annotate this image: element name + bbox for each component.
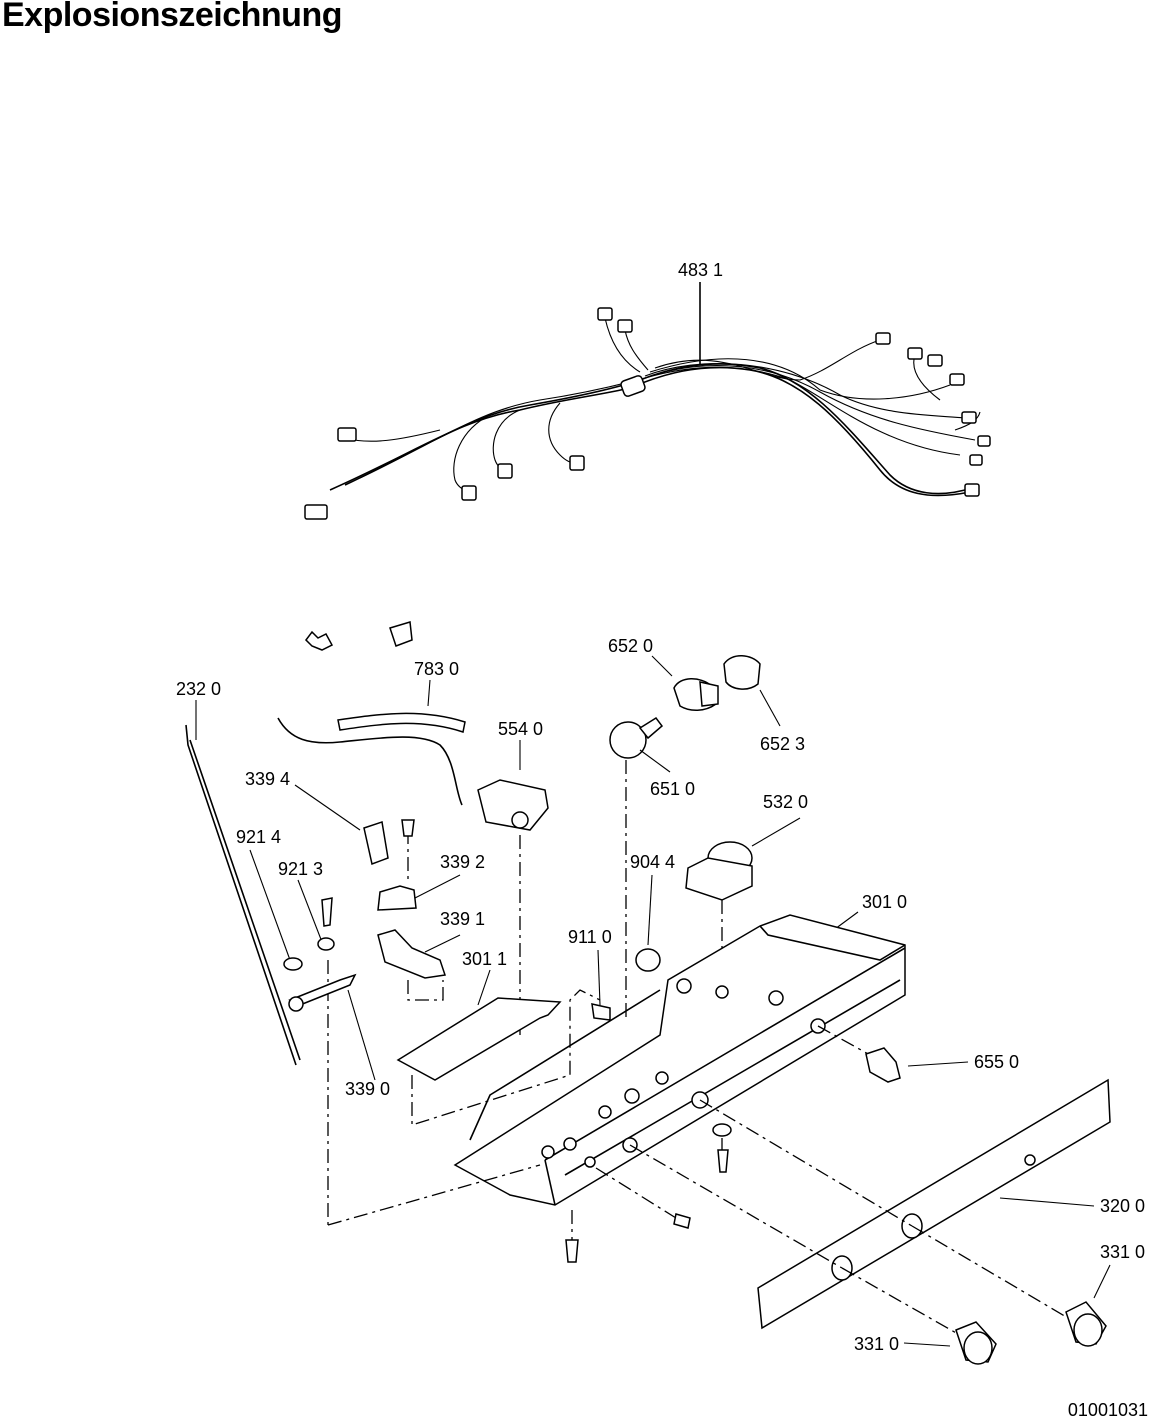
callout-bracket-339-2: 339 2	[440, 852, 485, 872]
page-title: Explosionszeichnung	[2, 0, 342, 34]
callout-wire-harness: 483 1	[678, 260, 723, 280]
callout-socket-clip: 652 3	[760, 734, 805, 754]
callout-bracket-301-1: 301 1	[462, 949, 507, 969]
callout-rod: 232 0	[176, 679, 221, 699]
knobs	[841, 1225, 1111, 1365]
tubing	[277, 679, 466, 806]
callout-clip-339-4: 339 4	[245, 769, 290, 789]
callout-screw-911: 911 0	[568, 927, 612, 947]
screws-bottom	[565, 1123, 732, 1263]
thermostat	[477, 740, 549, 1035]
callout-washer-921-4: 921 4	[236, 827, 281, 847]
callout-panel: 320 0	[1100, 1196, 1145, 1216]
callout-bulb-socket: 652 0	[608, 636, 653, 656]
callout-switch-655: 655 0	[974, 1052, 1019, 1072]
callout-housing: 301 0	[862, 892, 907, 912]
callout-light-switch: 904 4	[630, 852, 675, 872]
callout-bulb: 651 0	[650, 779, 695, 799]
bracket-sensor	[377, 874, 461, 1001]
clip-339-4	[294, 784, 415, 880]
front-panel	[629, 1078, 1111, 1330]
callout-thermostat: 554 0	[498, 719, 543, 739]
timer	[685, 817, 801, 990]
fasteners-left	[249, 849, 376, 1225]
callout-screw-921-3: 921 3	[278, 859, 323, 879]
callout-sensor-339-1: 339 1	[440, 909, 485, 929]
switch-screw	[591, 874, 661, 1021]
switch-655	[817, 1025, 969, 1083]
callout-knob-right: 331 0	[1100, 1242, 1145, 1262]
callout-lever-339-0: 339 0	[345, 1079, 390, 1099]
lamp-assembly	[609, 655, 781, 1020]
control-housing	[327, 911, 906, 1226]
callout-knob-left: 331 0	[854, 1334, 899, 1354]
callout-tubing: 783 0	[414, 659, 459, 679]
rod	[185, 700, 301, 1066]
small-clips	[305, 621, 413, 651]
callout-timer: 532 0	[763, 792, 808, 812]
bracket-301-1	[396, 969, 601, 1126]
document-number: 01001031	[1067, 1400, 1148, 1420]
wire-harness	[304, 282, 991, 520]
